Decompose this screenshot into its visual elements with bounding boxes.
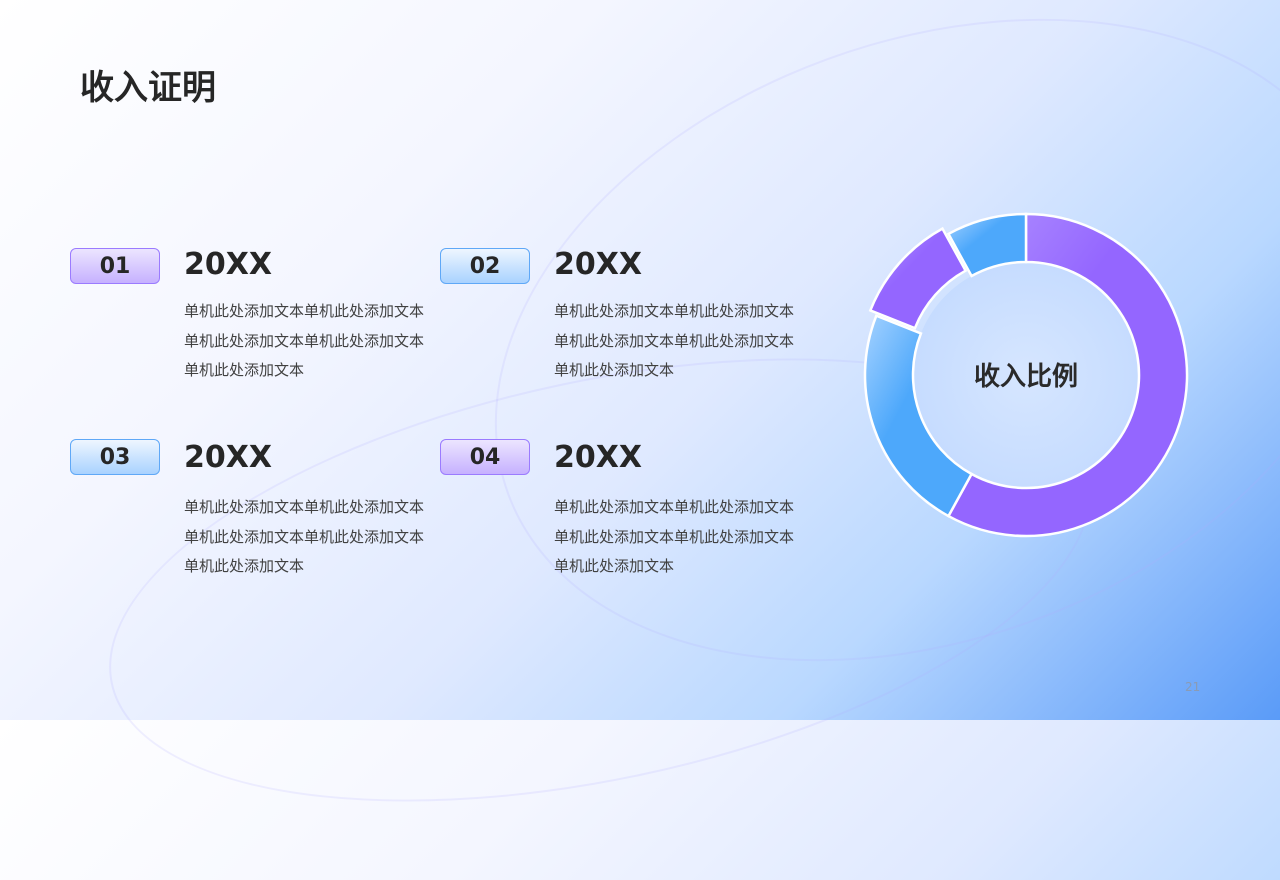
item-year: 20XX xyxy=(554,440,643,475)
donut-chart xyxy=(863,212,1189,538)
number-badge: 03 xyxy=(70,439,160,475)
donut-segment-3 xyxy=(868,226,968,330)
number-badge: 02 xyxy=(440,248,530,284)
donut-hole xyxy=(913,262,1139,488)
page-number: 21 xyxy=(1185,680,1201,694)
item-text: 单机此处添加文本单机此处添加文本单机此处添加文本单机此处添加文本单机此处添加文本 xyxy=(184,498,425,575)
item-text: 单机此处添加文本单机此处添加文本单机此处添加文本单机此处添加文本单机此处添加文本 xyxy=(554,302,795,379)
item-year: 20XX xyxy=(184,247,273,282)
donut-segment-1 xyxy=(946,212,1189,538)
donut-center-label: 收入比例 xyxy=(973,362,1078,392)
number-badge: 04 xyxy=(440,439,530,475)
item-year: 20XX xyxy=(184,440,273,475)
item-year: 20XX xyxy=(554,247,643,282)
number-badge: 01 xyxy=(70,248,160,284)
donut-segment-2 xyxy=(863,314,974,518)
donut-segment-4 xyxy=(946,212,1028,278)
item-text: 单机此处添加文本单机此处添加文本单机此处添加文本单机此处添加文本单机此处添加文本 xyxy=(554,498,795,575)
page-title: 收入证明 xyxy=(80,68,216,108)
item-text: 单机此处添加文本单机此处添加文本单机此处添加文本单机此处添加文本单机此处添加文本 xyxy=(184,302,425,379)
